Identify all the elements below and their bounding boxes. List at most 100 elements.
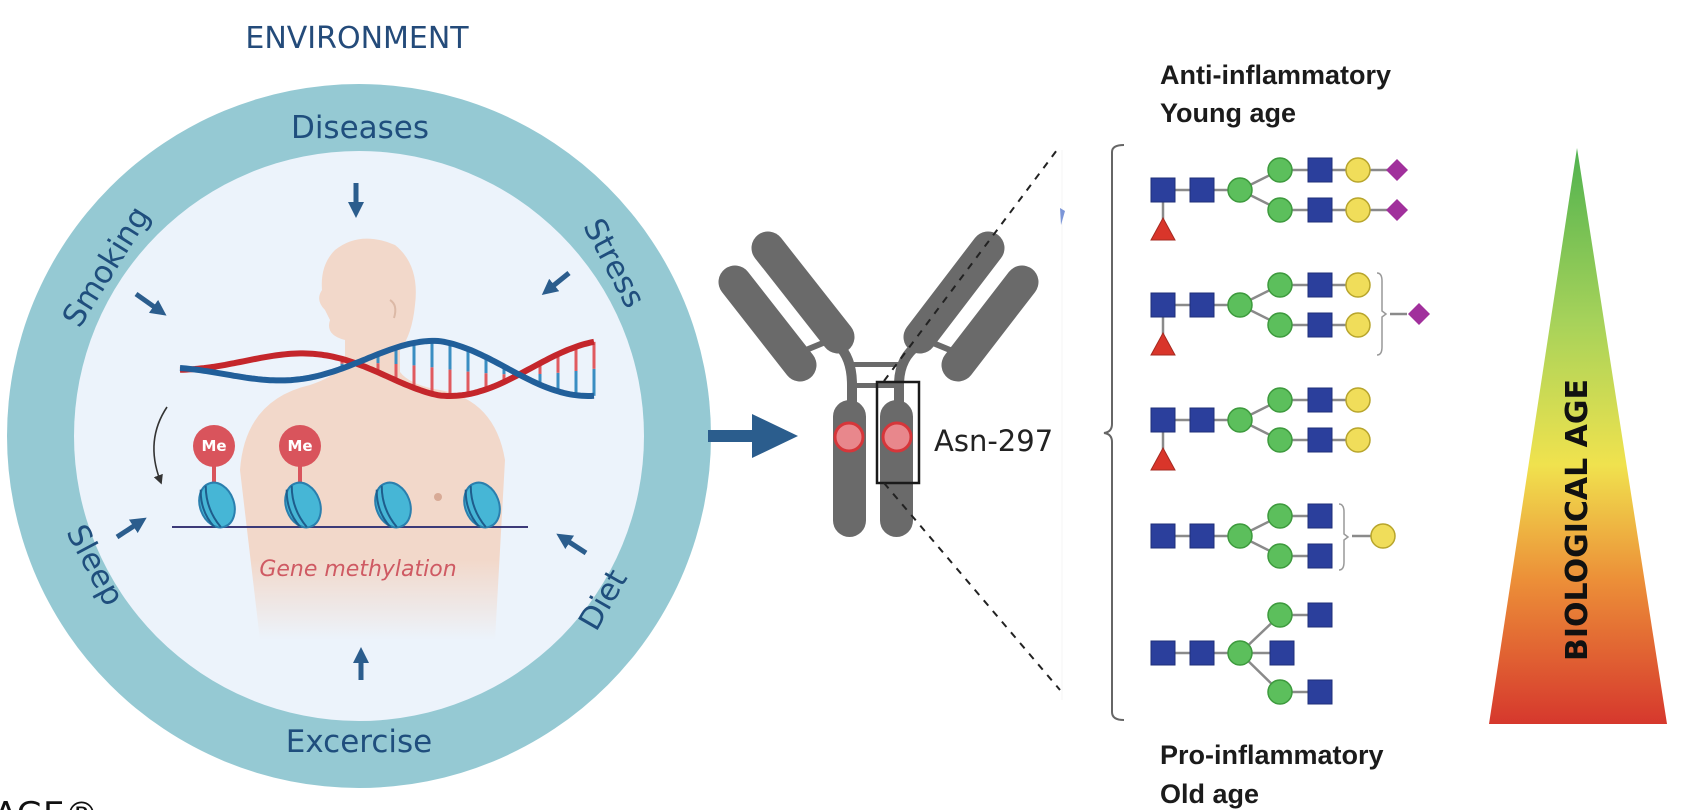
antibody-heavy-chain-right <box>903 231 1005 354</box>
zoom-line-bottom <box>883 482 1061 691</box>
glcnac-square-icon <box>1150 640 1176 666</box>
galactose-circle-icon <box>1345 197 1371 223</box>
arrow-sleep-icon <box>115 517 147 540</box>
antibody-connector-left <box>804 340 825 353</box>
site-highlight-box <box>875 380 921 485</box>
mannose-circle-icon <box>1267 503 1293 529</box>
biological-age-scale: BIOLOGICAL AGE <box>1489 148 1667 724</box>
mannose-circle-icon <box>1267 679 1293 705</box>
dna-strand-red <box>179 338 595 399</box>
glcnac-square-icon <box>1307 427 1333 453</box>
zoom-line-top <box>883 149 1058 382</box>
sialic-acid-diamond-icon <box>1408 303 1430 325</box>
mannose-circle-icon <box>1267 197 1293 223</box>
mannose-circle-icon <box>1227 177 1253 203</box>
fucose-triangle-icon <box>1150 216 1176 241</box>
glcnac-square-icon <box>1307 272 1333 298</box>
curved-arrow-icon <box>153 406 168 485</box>
sialic-acid-diamond-icon <box>1386 199 1408 221</box>
antibody-heavy-chain-left <box>751 231 855 354</box>
antenna-bracket <box>1338 503 1350 571</box>
galactose-circle-icon <box>1345 312 1371 338</box>
mannose-circle-icon <box>1227 292 1253 318</box>
methyl-tag-icon <box>279 425 321 467</box>
biological-age-triangle <box>1489 148 1667 724</box>
human-figure <box>240 238 505 641</box>
glycosylation-site-right <box>881 421 913 453</box>
glcnac-square-icon <box>1150 407 1176 433</box>
mannose-circle-icon <box>1267 312 1293 338</box>
glcnac-square-icon <box>1189 292 1215 318</box>
ear-detail <box>389 299 397 319</box>
antibody-connector-right <box>931 340 952 353</box>
glcnac-square-icon <box>1307 157 1333 183</box>
glcnac-square-icon <box>1307 679 1333 705</box>
nipple-detail <box>434 493 442 501</box>
biological-age-label: BIOLOGICAL AGE <box>1560 379 1595 661</box>
methyl-tag-icon <box>193 425 235 467</box>
glcnac-square-icon <box>1269 640 1295 666</box>
chromatin: Me Me <box>172 425 528 529</box>
antibody-light-chain-right <box>941 265 1039 382</box>
sialic-acid-diamond-icon <box>1386 159 1408 181</box>
fucose-triangle-icon <box>1150 446 1176 471</box>
glcnac-square-icon <box>1307 503 1333 529</box>
galactose-circle-icon <box>1345 272 1371 298</box>
mannose-circle-icon <box>1267 543 1293 569</box>
glycan-bracket <box>1103 144 1125 721</box>
glcnac-square-icon <box>1189 523 1215 549</box>
young-age-heading: Young age <box>1160 98 1296 128</box>
zoom-guide-lines <box>883 149 1065 700</box>
factor-label-diseases: Diseases <box>291 110 429 146</box>
pro-inflammatory-heading: Pro-inflammatory <box>1160 740 1384 770</box>
mannose-circle-icon <box>1227 640 1253 666</box>
mannose-circle-icon <box>1267 427 1293 453</box>
glycan-panel: Anti-inflammatory Young age Pro-inflamma… <box>1103 60 1430 809</box>
methyl-tag-label: Me <box>201 437 226 455</box>
nucleosome-icon <box>284 481 322 529</box>
gene-methylation-label: Gene methylation <box>259 557 456 582</box>
antibody-fc-right <box>880 400 913 537</box>
dna-helix-icon <box>179 337 596 399</box>
glcnac-square-icon <box>1189 407 1215 433</box>
mannose-circle-icon <box>1267 272 1293 298</box>
human-silhouette <box>240 238 505 641</box>
glycosylation-site-left <box>833 421 865 453</box>
mannose-circle-icon <box>1267 602 1293 628</box>
antibody-hinge-right <box>894 340 922 405</box>
galactose-circle-icon <box>1370 523 1396 549</box>
mannose-circle-icon <box>1227 407 1253 433</box>
methyl-tag-label: Me <box>287 437 312 455</box>
factor-arrows <box>115 183 588 680</box>
mannose-circle-icon <box>1267 157 1293 183</box>
nucleosome-icon <box>374 481 412 529</box>
glcnac-square-icon <box>1189 640 1215 666</box>
galactose-circle-icon <box>1345 387 1371 413</box>
antenna-bracket <box>1376 272 1388 356</box>
factor-label-exercise: Excercise <box>286 724 432 760</box>
main-arrow-icon <box>708 414 798 458</box>
fucose-triangle-icon <box>1150 331 1176 356</box>
glcnac-square-icon <box>1307 312 1333 338</box>
mannose-circle-icon <box>1267 387 1293 413</box>
galactose-circle-icon <box>1345 427 1371 453</box>
glcnac-square-icon <box>1307 602 1333 628</box>
glcnac-square-icon <box>1189 177 1215 203</box>
glcnac-square-icon <box>1307 387 1333 413</box>
nucleosome-icon <box>198 481 236 529</box>
glcnac-square-icon <box>1150 177 1176 203</box>
mannose-circle-icon <box>1227 523 1253 549</box>
antibody-fc-left <box>833 400 866 537</box>
disulfide-bond-lower <box>852 383 899 388</box>
fragment-mark <box>1060 208 1065 225</box>
nucleosome-icon <box>463 481 501 529</box>
environment-title: ENVIRONMENT <box>245 21 469 56</box>
old-age-heading: Old age <box>1160 779 1259 809</box>
environment-panel: ENVIRONMENT Me Me Gene methylation <box>0 21 711 810</box>
glcnac-square-icon <box>1150 523 1176 549</box>
arrow-stress-icon <box>541 271 571 296</box>
antibody-hinge-left <box>834 341 857 405</box>
asn-297-label: Asn-297 <box>934 424 1053 458</box>
glycan-structures <box>1150 157 1430 705</box>
